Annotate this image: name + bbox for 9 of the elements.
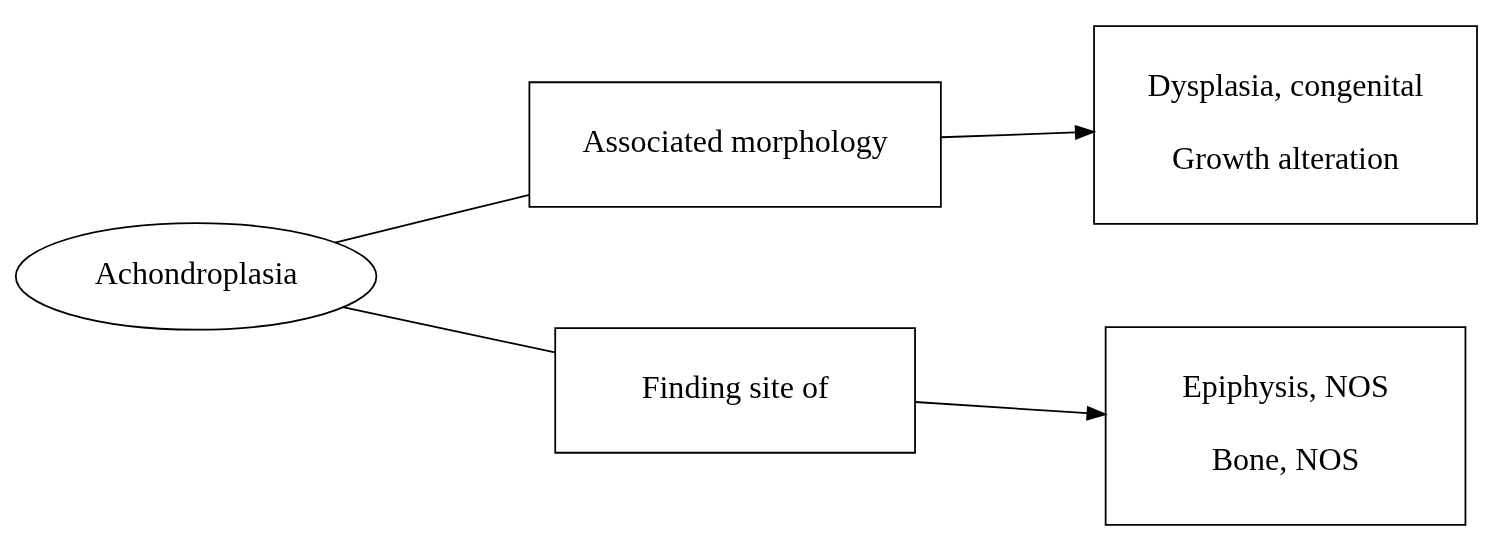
arrow bbox=[914, 400, 1108, 421]
node-ellipse: Achondroplasia bbox=[14, 221, 378, 331]
node-box: Dysplasia, congenital Growth alteration bbox=[1093, 24, 1478, 225]
node-box: Finding site of bbox=[554, 326, 916, 454]
connector bbox=[341, 305, 556, 353]
arrow bbox=[940, 124, 1097, 140]
node-box: Associated morphology bbox=[528, 80, 942, 208]
node-box: Epiphysis, NOS Bone, NOS bbox=[1104, 325, 1467, 526]
connector bbox=[334, 193, 531, 243]
